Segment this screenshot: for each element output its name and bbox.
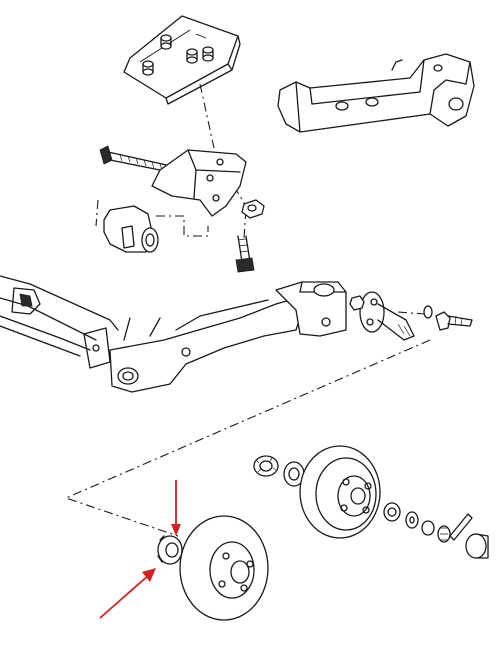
stud-1 — [160, 34, 172, 50]
wheel-bearing-seal — [157, 535, 183, 565]
axle-nut — [421, 520, 435, 536]
stud-4 — [202, 46, 214, 62]
vertical-bolt — [235, 235, 255, 273]
stud-2 — [142, 60, 154, 76]
stud-3 — [186, 48, 198, 64]
brake-drum — [299, 445, 381, 539]
thrust-washer — [405, 511, 419, 529]
dust-cap — [465, 533, 489, 559]
castle-nut — [437, 525, 451, 543]
axle-mount-bracket — [151, 149, 247, 217]
flange-nut — [241, 199, 265, 219]
hub-bolt — [435, 311, 473, 331]
arrow-up-right-to-seal — [99, 568, 156, 619]
body-floor-panel — [123, 15, 241, 105]
small-nut-left — [349, 295, 365, 311]
rubber-bushing — [103, 205, 159, 253]
outer-bearing — [383, 502, 401, 522]
stub-axle — [359, 291, 415, 341]
shock-mount — [275, 281, 347, 337]
cotter-pin — [449, 513, 473, 541]
washer — [423, 305, 433, 319]
inner-bearing — [253, 455, 279, 477]
trailing-arm — [109, 299, 303, 393]
rear-axle-beam — [0, 275, 119, 369]
mounting-bracket-detail — [277, 53, 475, 133]
arrow-down-to-seal — [171, 480, 181, 536]
brake-disc — [179, 515, 269, 621]
